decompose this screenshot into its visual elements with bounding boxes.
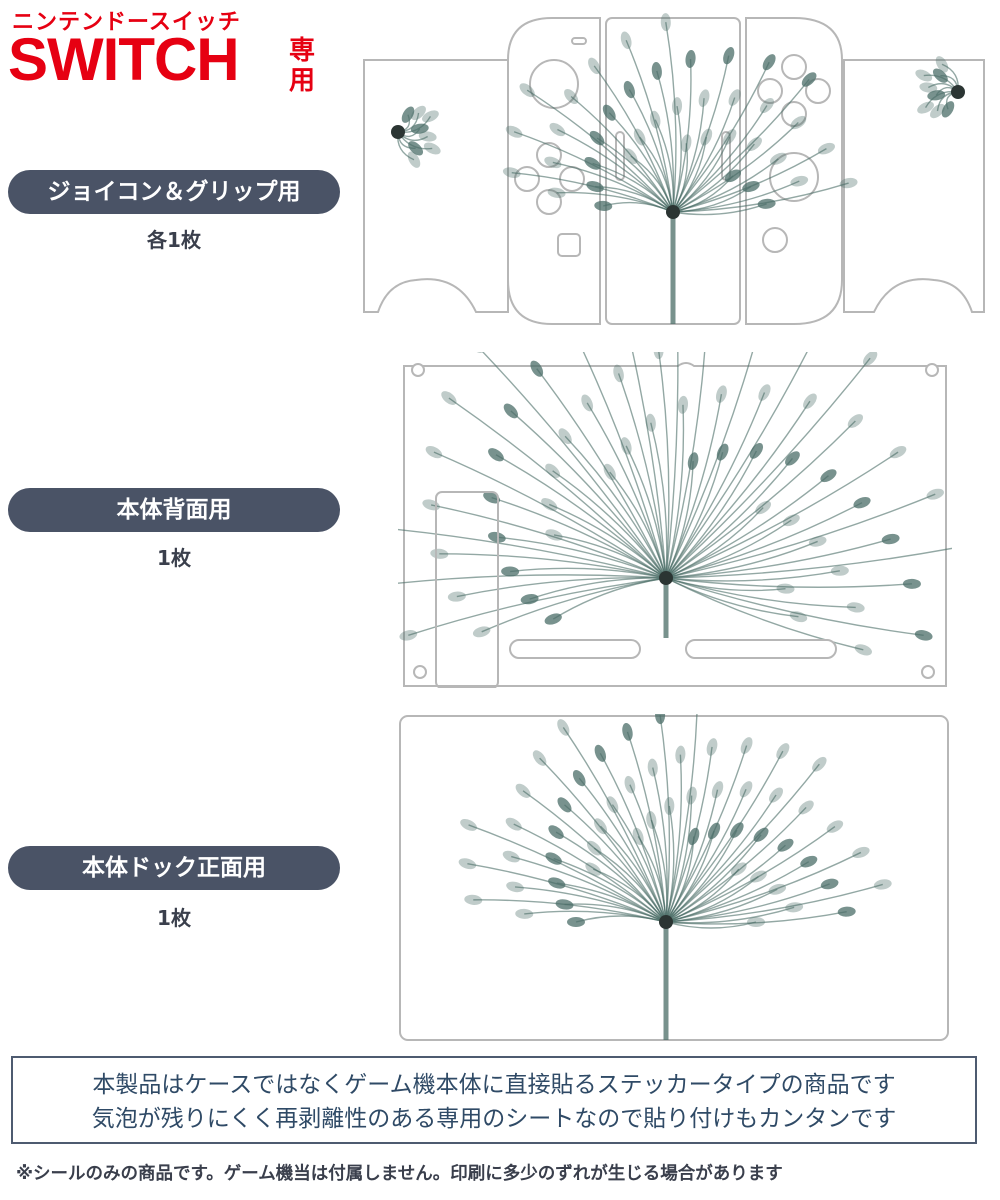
section-count-dock-front: 1枚 [157,906,191,930]
brand-suffix: 専用 [288,36,315,96]
dock-front-sticker [398,714,952,1044]
joycon-grip-outline [363,13,985,325]
flower-art-dock [458,714,892,1040]
section-label-back: 本体背面用 [8,488,340,532]
section-label-dock-front: 本体ドック正面用 [8,846,340,890]
section-count-joycon-grip: 各1枚 [147,228,201,252]
brand-subtitle: ニンテンドースイッチ [12,10,241,35]
section-count-back: 1枚 [157,546,191,570]
flower-art-joycon [391,13,965,324]
notice-line-1: 本製品はケースではなくゲーム機本体に直接貼るステッカータイプの商品です [92,1072,896,1098]
product-notice: 本製品はケースではなくゲーム機本体に直接貼るステッカータイプの商品です 気泡が残… [11,1056,977,1144]
back-panel-sticker [398,352,952,688]
flower-art-back [398,352,952,656]
notice-line-2: 気泡が残りにくく再剥離性のある専用のシートなので貼り付けもカンタンです [91,1106,897,1132]
footnote: ※シールのみの商品です。ゲーム機当は付属しません。印刷に多少のずれが生じる場合が… [16,1164,783,1184]
section-label-joycon-grip: ジョイコン＆グリップ用 [8,170,340,214]
back-panel-outline [398,352,952,688]
dock-front-outline [399,714,949,1041]
brand-title: SWITCH [8,26,240,93]
joycon-grip-sticker [358,12,990,330]
